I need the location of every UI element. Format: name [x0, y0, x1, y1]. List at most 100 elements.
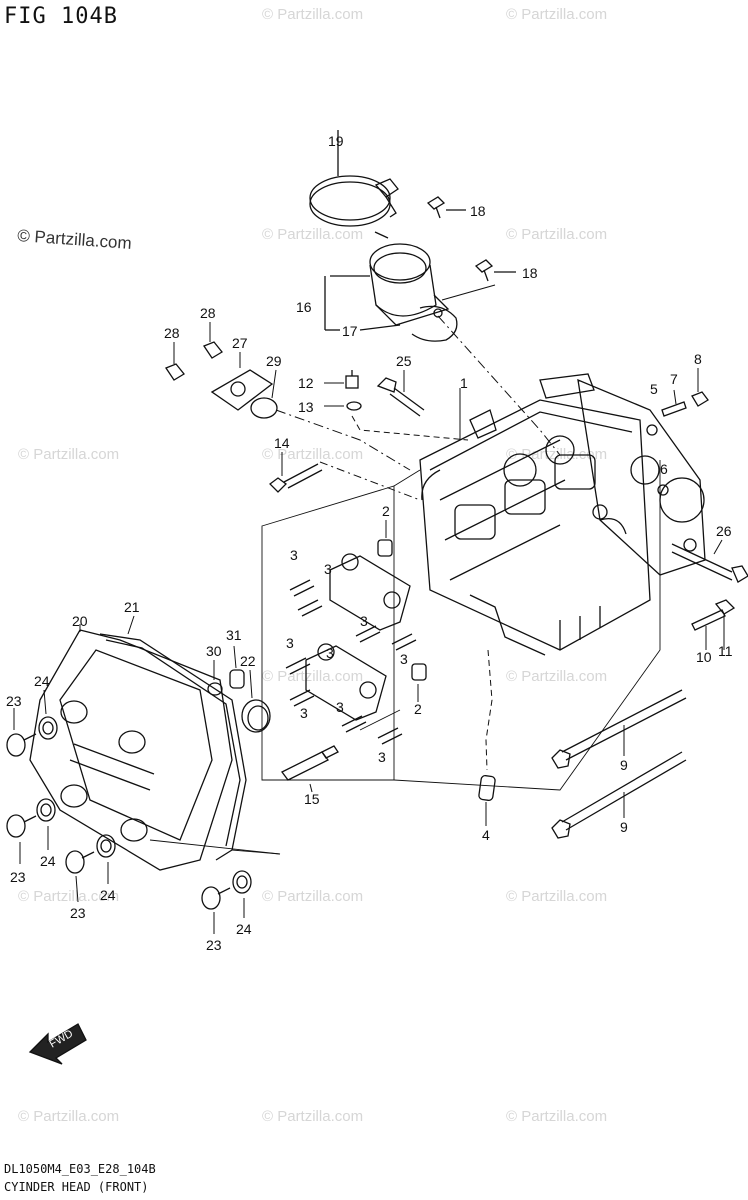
dowel-2-upper: [377, 520, 393, 557]
callout-9: 9: [620, 757, 628, 773]
callout-9: 9: [620, 819, 628, 835]
callout-18: 18: [470, 203, 486, 219]
callout-3: 3: [286, 635, 294, 651]
callout-20: 20: [72, 613, 88, 629]
bolt-23-b: [6, 814, 37, 864]
callout-4: 4: [482, 827, 490, 843]
callout-13: 13: [298, 399, 314, 415]
watermark: © Partzilla.com: [262, 226, 364, 243]
callout-31: 31: [226, 627, 242, 643]
callout-22: 22: [240, 653, 256, 669]
figure-name: CYINDER HEAD (FRONT): [4, 1180, 149, 1194]
callout-1: 1: [460, 375, 468, 391]
watermark: © Partzilla.com: [506, 668, 608, 685]
head-cover-20: [29, 624, 233, 871]
callout-28: 28: [164, 325, 180, 341]
callout-27: 27: [232, 335, 248, 351]
seal-22: [241, 669, 271, 733]
callout-18: 18: [522, 265, 538, 281]
dowel-pin-4: [478, 649, 496, 826]
callout-2: 2: [382, 503, 390, 519]
callout-25: 25: [396, 353, 412, 369]
watermark: © Partzilla.com: [506, 226, 608, 243]
figure-title: FIG 104B: [4, 4, 118, 29]
callout-24: 24: [100, 887, 116, 903]
bolt-14: [269, 452, 421, 501]
grommet-24-b: [36, 798, 56, 850]
cap-nut-8: [691, 368, 709, 407]
callout-3: 3: [290, 547, 298, 563]
callout-12: 12: [298, 375, 314, 391]
callout-28: 28: [200, 305, 216, 321]
callout-24: 24: [236, 921, 252, 937]
callout-3: 3: [336, 699, 344, 715]
cover-gasket-21: [99, 615, 247, 861]
callout-21: 21: [124, 599, 140, 615]
callout-3: 3: [300, 705, 308, 721]
callout-26: 26: [716, 523, 732, 539]
watermark: © Partzilla.com: [262, 888, 364, 905]
watermark: © Partzilla.com: [262, 446, 364, 463]
callout-23: 23: [70, 905, 86, 921]
callout-29: 29: [266, 353, 282, 369]
callout-19: 19: [328, 133, 344, 149]
watermark: © Partzilla.com: [506, 6, 608, 23]
bolt-26: [671, 539, 748, 583]
group-frame: [261, 485, 395, 781]
watermark: © Partzilla.com: [18, 446, 120, 463]
watermark: © Partzilla.com: [506, 888, 608, 905]
bolt-25: [376, 370, 425, 417]
callout-2: 2: [414, 701, 422, 717]
screw-18-lower: [474, 259, 516, 282]
bolt-23-c: [65, 850, 95, 903]
watermark: © Partzilla.com: [262, 668, 364, 685]
figure-code: DL1050M4_E03_E28_104B: [4, 1162, 156, 1176]
bolts-3: [285, 579, 417, 745]
dowel-2-lower: [411, 663, 427, 702]
o-ring-29: [250, 369, 411, 471]
long-bolt-9-upper: [551, 689, 687, 769]
callout-8: 8: [694, 351, 702, 367]
cylinder-head: [419, 373, 651, 656]
bolt-10: [691, 609, 726, 650]
screw-18-upper: [426, 196, 466, 219]
watermark: © Partzilla.com: [18, 888, 120, 905]
callout-23: 23: [206, 937, 222, 953]
grommet-24-d: [232, 870, 252, 918]
watermark: © Partzilla.com: [262, 1108, 364, 1125]
callout-3: 3: [324, 561, 332, 577]
bolt-28-right: [203, 322, 223, 359]
stud-bolt-7: [661, 389, 687, 417]
gasket: [577, 378, 706, 576]
callout-7: 7: [670, 371, 678, 387]
cam-holder-upper: [329, 553, 411, 631]
callout-3: 3: [400, 651, 408, 667]
cam-holder-lower: [305, 643, 387, 721]
bolt-23-a: [6, 708, 37, 757]
plug-12: [324, 370, 359, 389]
bolt-23-d: [201, 886, 231, 934]
callout-3: 3: [378, 749, 386, 765]
cap-11: [714, 599, 736, 650]
callout-14: 14: [274, 435, 290, 451]
callout-17: 17: [342, 323, 358, 339]
bushing-31: [229, 645, 245, 689]
callout-6: 6: [660, 461, 668, 477]
callout-3: 3: [326, 645, 334, 661]
intake-pipe: [324, 231, 458, 342]
callout-24: 24: [40, 853, 56, 869]
callout-16: 16: [296, 299, 312, 315]
callout-30: 30: [206, 643, 222, 659]
callout-3: 3: [360, 613, 368, 629]
hose-clamp: [309, 130, 399, 227]
callout-15: 15: [304, 791, 320, 807]
spark-plug-15: [281, 745, 339, 793]
callout-10: 10: [696, 649, 712, 665]
long-bolt-9-lower: [551, 751, 687, 839]
cover-27: [210, 352, 274, 411]
callout-11: 11: [718, 643, 733, 659]
grommet-24-c: [96, 834, 116, 884]
watermark: © Partzilla.com: [262, 6, 364, 23]
